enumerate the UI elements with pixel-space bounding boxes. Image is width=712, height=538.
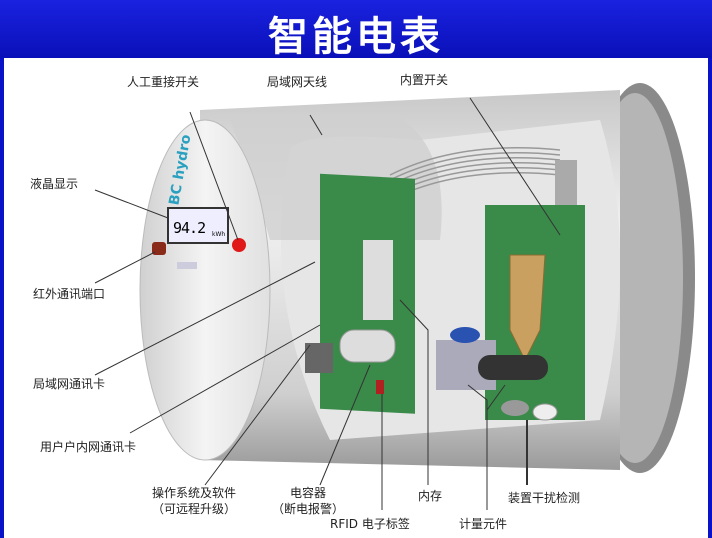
memory-chip xyxy=(363,240,393,320)
label-lan-antenna: 局域网天线 xyxy=(267,75,328,89)
capacitor-text: 电容器 xyxy=(289,486,326,500)
label-manual-reconnect-switch: 人工重接开关 xyxy=(127,75,200,89)
rfid-part xyxy=(376,380,384,394)
os-software-note: （可远程升级） xyxy=(151,502,236,516)
smart-meter-illustration: 94.2 kWh BC hydro xyxy=(94,83,695,510)
reconnect-button xyxy=(232,238,246,252)
label-home-network-card: 用户户内网通讯卡 xyxy=(40,440,137,454)
os-software-text: 操作系统及软件 xyxy=(151,486,236,500)
header-bar: 智能电表 xyxy=(0,0,712,60)
label-infrared-port: 红外通讯端口 xyxy=(33,287,106,301)
label-internal-switch: 内置开关 xyxy=(400,73,449,87)
label-memory: 内存 xyxy=(418,489,443,503)
label-rfid-tag: RFID 电子标签 xyxy=(330,517,410,531)
label-metering-element: 计量元件 xyxy=(459,517,508,531)
capacitor-note: （断电报警） xyxy=(271,502,344,516)
label-os-software: 操作系统及软件 （可远程升级） xyxy=(142,485,246,517)
page-title: 智能电表 xyxy=(268,14,444,60)
capacitor-part xyxy=(339,329,396,363)
home-network-module xyxy=(305,343,333,373)
serial-plate xyxy=(177,262,197,269)
label-capacitor: 电容器 （断电报警） xyxy=(266,485,350,517)
tamper-sensor-a xyxy=(501,400,529,416)
infrared-port xyxy=(152,242,166,255)
label-tamper-detection: 装置干扰检测 xyxy=(508,491,581,505)
metering-cylinder xyxy=(478,355,548,380)
label-lcd-display: 液晶显示 xyxy=(30,177,79,191)
diagram-canvas: 94.2 kWh BC hydro 人工重接开关 局域网天线 内置开关 液晶显示… xyxy=(4,58,708,538)
switch-bracket xyxy=(509,254,546,362)
front-face xyxy=(139,119,271,461)
metering-dome xyxy=(450,327,480,343)
lcd-value: 94.2 xyxy=(173,219,205,237)
label-lan-card: 局域网通讯卡 xyxy=(33,377,106,391)
leader-lines xyxy=(94,97,561,510)
lcd-display xyxy=(167,207,229,244)
tamper-sensor-b xyxy=(532,403,558,421)
lcd-unit: kWh xyxy=(212,231,225,238)
